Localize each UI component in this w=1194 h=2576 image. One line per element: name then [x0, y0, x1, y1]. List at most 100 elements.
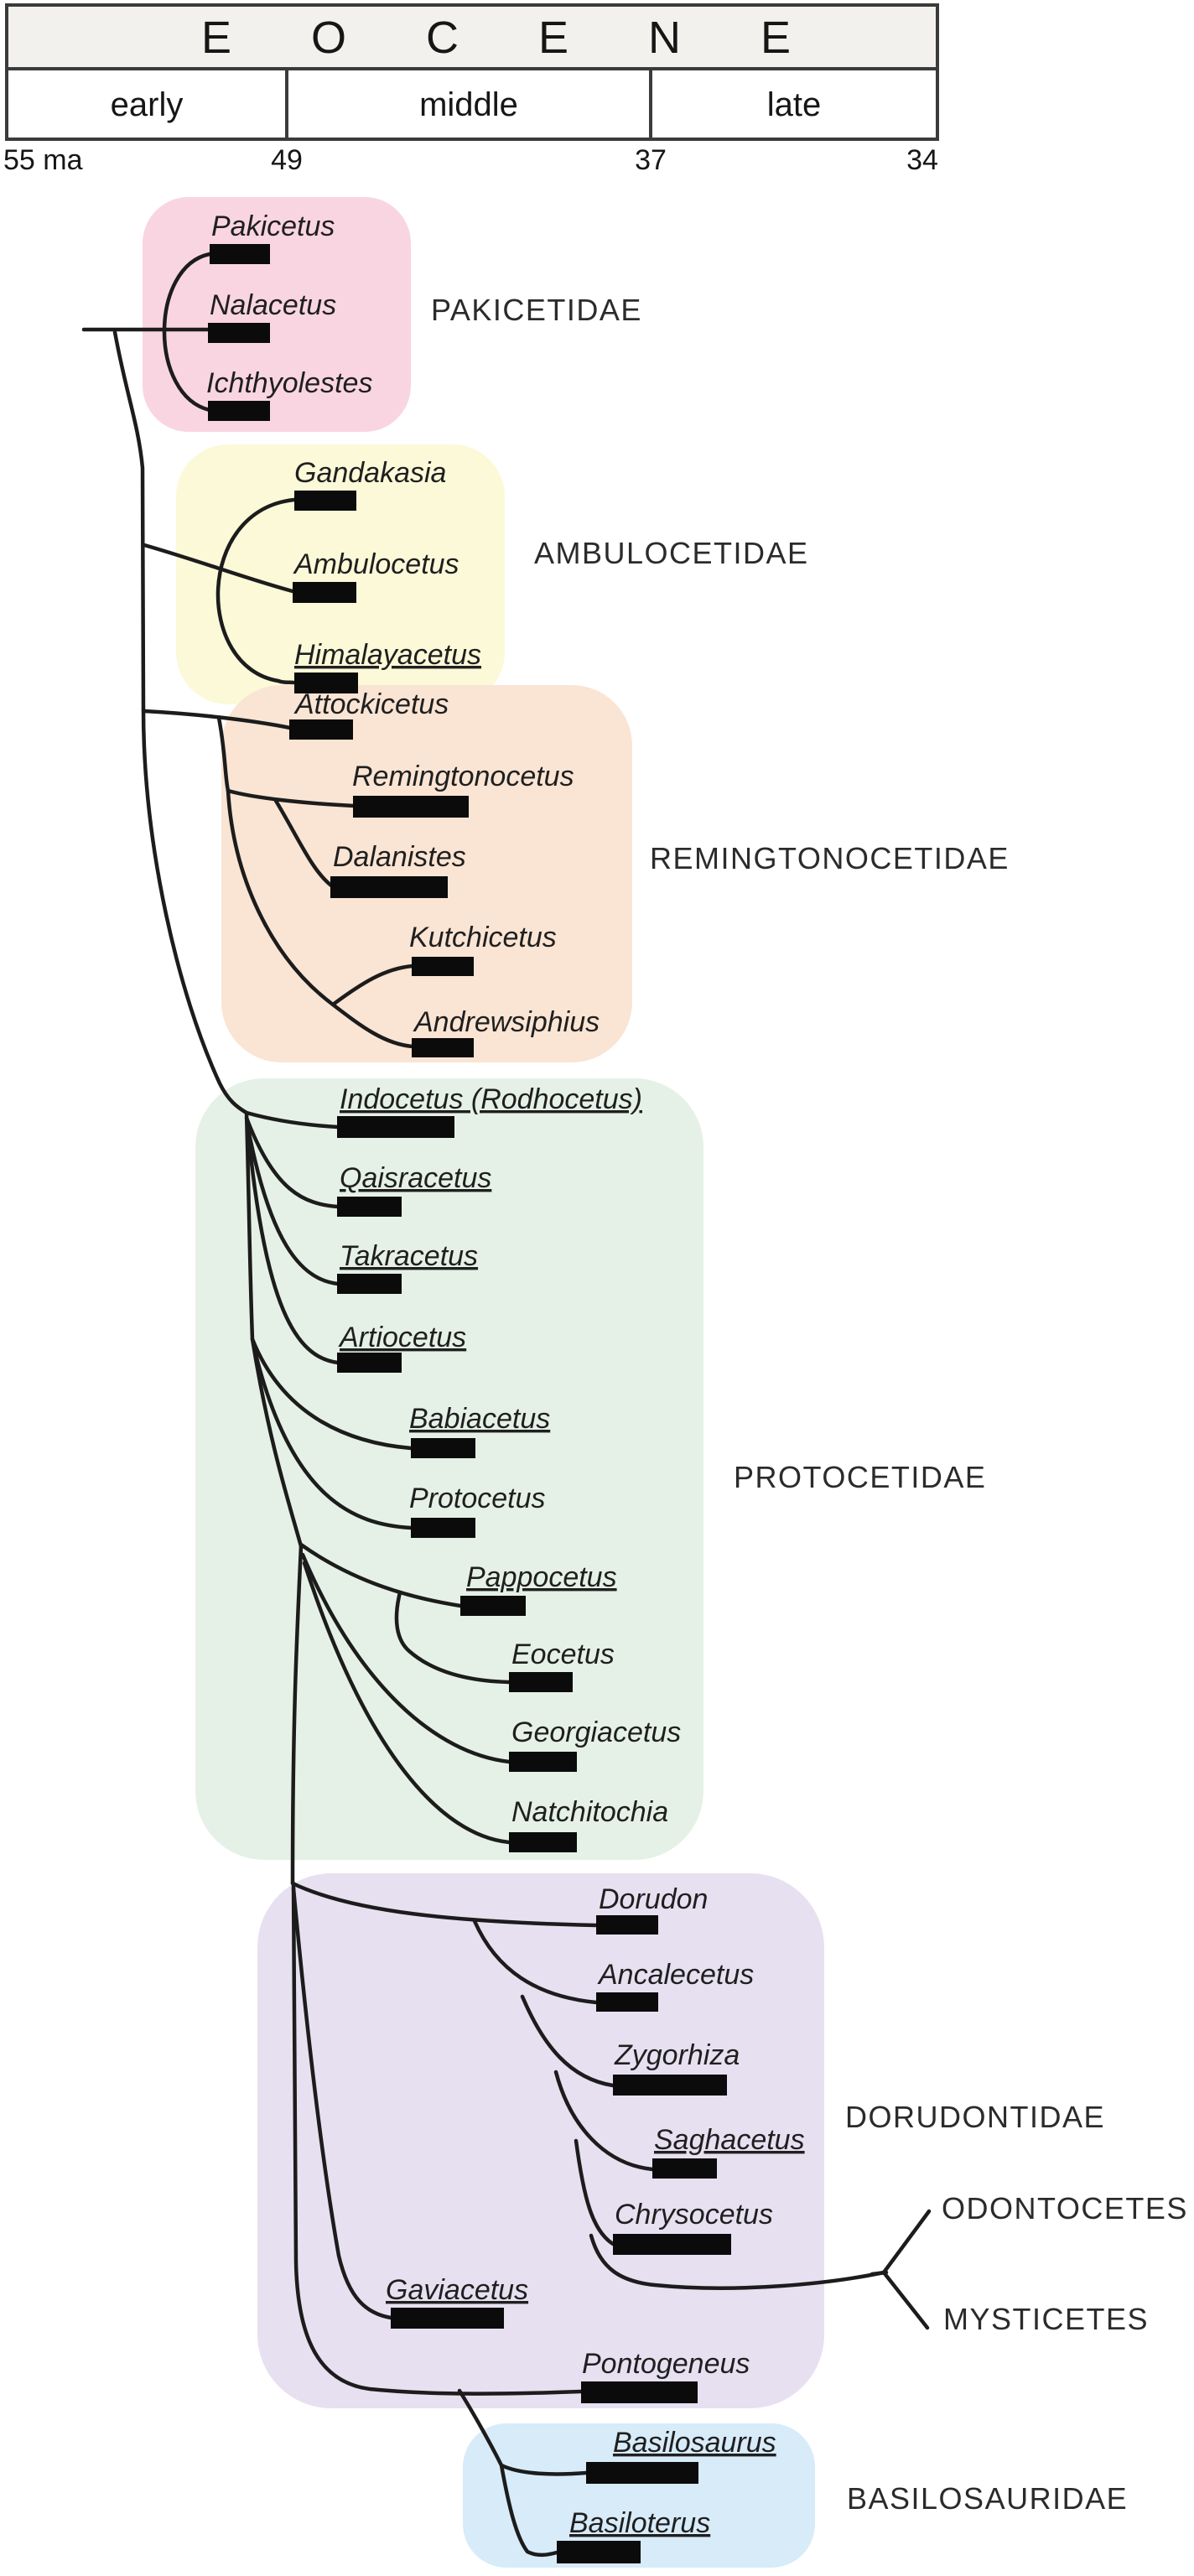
- taxon-label-himalayacetus: Himalayacetus: [294, 639, 481, 671]
- branch-babiacetus: [250, 1337, 413, 1451]
- timeline-early-label: early: [111, 86, 184, 123]
- range-bar-gandakasia: [294, 491, 356, 511]
- tick-34: 34: [906, 144, 938, 176]
- range-bar-basiloterus: [557, 2541, 641, 2563]
- taxon-labels: Pakicetus Nalacetus Ichthyolestes Gandak…: [206, 210, 805, 2539]
- fork-mysticetes: [881, 2270, 930, 2330]
- taxon-label-pontogeneus: Pontogeneus: [582, 2348, 750, 2380]
- range-bars: [208, 244, 731, 2563]
- tick-49: 49: [271, 144, 303, 176]
- suborder-label-mysticetes: MYSTICETES: [943, 2302, 1149, 2336]
- branch-qaisracetus: [244, 1115, 340, 1209]
- branch-indocetus: [244, 1110, 340, 1130]
- spine-to-fork: [589, 2233, 886, 2290]
- trunk-middle: [141, 707, 249, 1115]
- bracket-ambulocetidae: [215, 497, 297, 685]
- backbone-dorudontidae: [290, 1881, 599, 1928]
- range-bar-saghacetus: [652, 2158, 717, 2179]
- branch-dalanistes: [273, 798, 334, 888]
- spine-protocetidae-upper: [244, 1110, 255, 1342]
- range-bar-takracetus: [337, 1274, 402, 1294]
- trunk-upper: [112, 330, 146, 712]
- arc-saghacetus: [553, 2070, 655, 2172]
- branch-georgiacetus: [300, 1552, 511, 1764]
- range-bar-pakicetus: [210, 244, 270, 264]
- range-bar-qaisracetus: [337, 1197, 402, 1217]
- family-label-protocetidae: PROTOCETIDAE: [734, 1460, 986, 1494]
- taxon-label-ambulocetus: Ambulocetus: [293, 548, 459, 580]
- branch-remingtonocetus: [226, 788, 356, 808]
- range-bar-chrysocetus: [613, 2234, 731, 2255]
- spine-protocetidae-lower: [250, 1337, 304, 1549]
- range-bar-andrewsiphius: [412, 1038, 474, 1057]
- taxon-label-zygorhiza: Zygorhiza: [614, 2039, 740, 2071]
- taxon-label-basilosaurus: Basilosaurus: [613, 2427, 776, 2459]
- family-label-remingtonocetidae: REMINGTONOCETIDAE: [650, 841, 1010, 875]
- taxon-label-remingtonocetus: Remingtonocetus: [352, 761, 574, 792]
- timeline-late-label: late: [767, 86, 822, 123]
- tick-55ma: 55 ma: [3, 144, 83, 176]
- taxon-label-natchitochia: Natchitochia: [511, 1796, 668, 1828]
- taxon-label-gandakasia: Gandakasia: [294, 457, 446, 489]
- box-dorudontidae: [257, 1873, 824, 2408]
- spine-remingtonocetidae: [216, 715, 335, 1007]
- bracket-pakicetidae: [162, 252, 212, 413]
- range-bar-attockicetus: [289, 719, 353, 740]
- tick-37: 37: [635, 144, 667, 176]
- box-ambulocetidae: [176, 444, 505, 704]
- range-bar-nalacetus: [208, 323, 270, 343]
- timeline: EOCENE early middle late 55 ma 49 37 34: [3, 3, 939, 176]
- branch-gaviacetus: [291, 1886, 393, 2320]
- range-bar-remingtonocetus: [353, 796, 469, 818]
- timeline-epoch-label: EOCENE: [201, 13, 870, 63]
- range-bar-himalayacetus: [294, 673, 358, 693]
- range-bar-eocetus: [509, 1672, 573, 1692]
- taxon-label-georgiacetus: Georgiacetus: [511, 1716, 681, 1748]
- range-bar-kutchicetus: [412, 957, 474, 976]
- arc-zygorhiza: [520, 1994, 615, 2088]
- taxon-label-eocetus: Eocetus: [511, 1639, 615, 1670]
- family-label-ambulocetidae: AMBULOCETIDAE: [534, 536, 809, 570]
- taxon-label-ichthyolestes: Ichthyolestes: [206, 367, 372, 399]
- taxon-label-dorudon: Dorudon: [599, 1883, 708, 1915]
- taxon-label-artiocetus: Artiocetus: [338, 1322, 466, 1353]
- taxon-label-dalanistes: Dalanistes: [333, 841, 466, 873]
- timeline-middle-label: middle: [419, 86, 518, 123]
- branch-artiocetus: [246, 1129, 340, 1365]
- range-bar-babiacetus: [411, 1438, 475, 1458]
- box-protocetidae: [195, 1078, 703, 1860]
- timeline-cell-middle: [285, 67, 652, 141]
- arc-basilosaurus: [499, 2463, 589, 2476]
- taxon-label-basiloterus: Basiloterus: [569, 2507, 710, 2539]
- timeline-epoch-box: [5, 3, 939, 70]
- taxon-label-chrysocetus: Chrysocetus: [615, 2199, 773, 2231]
- range-bar-natchitochia: [509, 1832, 577, 1852]
- range-bar-ambulocetus: [293, 582, 356, 603]
- range-bar-basilosaurus: [586, 2462, 698, 2484]
- arc-kutchicetus: [330, 963, 415, 1007]
- arc-andrewsiphius: [330, 1002, 415, 1049]
- arc-ancalecetus: [472, 1919, 599, 2005]
- taxon-label-indocetus: Indocetus (Rodhocetus): [340, 1083, 642, 1115]
- branch-eocetus: [394, 1590, 511, 1685]
- range-bar-indocetus: [337, 1116, 454, 1138]
- taxon-label-attockicetus: Attockicetus: [293, 688, 449, 720]
- range-bar-gaviacetus: [391, 2308, 504, 2329]
- range-bar-pontogeneus: [581, 2381, 698, 2403]
- range-bar-protocetus: [411, 1518, 475, 1538]
- trunk-lower: [290, 1544, 304, 1886]
- taxon-label-protocetus: Protocetus: [409, 1483, 546, 1514]
- range-bar-pappocetus: [460, 1596, 526, 1616]
- timeline-cell-late: [649, 67, 939, 141]
- branch-protocetus: [252, 1345, 413, 1530]
- branch-basilosauridae: [457, 2388, 559, 2558]
- branch-ambulocetus: [142, 543, 295, 594]
- range-bar-zygorhiza: [613, 2075, 727, 2096]
- range-bar-georgiacetus: [509, 1752, 577, 1772]
- branch-pappocetus: [298, 1542, 463, 1608]
- taxon-label-kutchicetus: Kutchicetus: [409, 922, 557, 953]
- family-label-pakicetidae: PAKICETIDAE: [431, 293, 642, 327]
- tree-branches: [81, 252, 932, 2558]
- range-bar-ancalecetus: [596, 1992, 658, 2012]
